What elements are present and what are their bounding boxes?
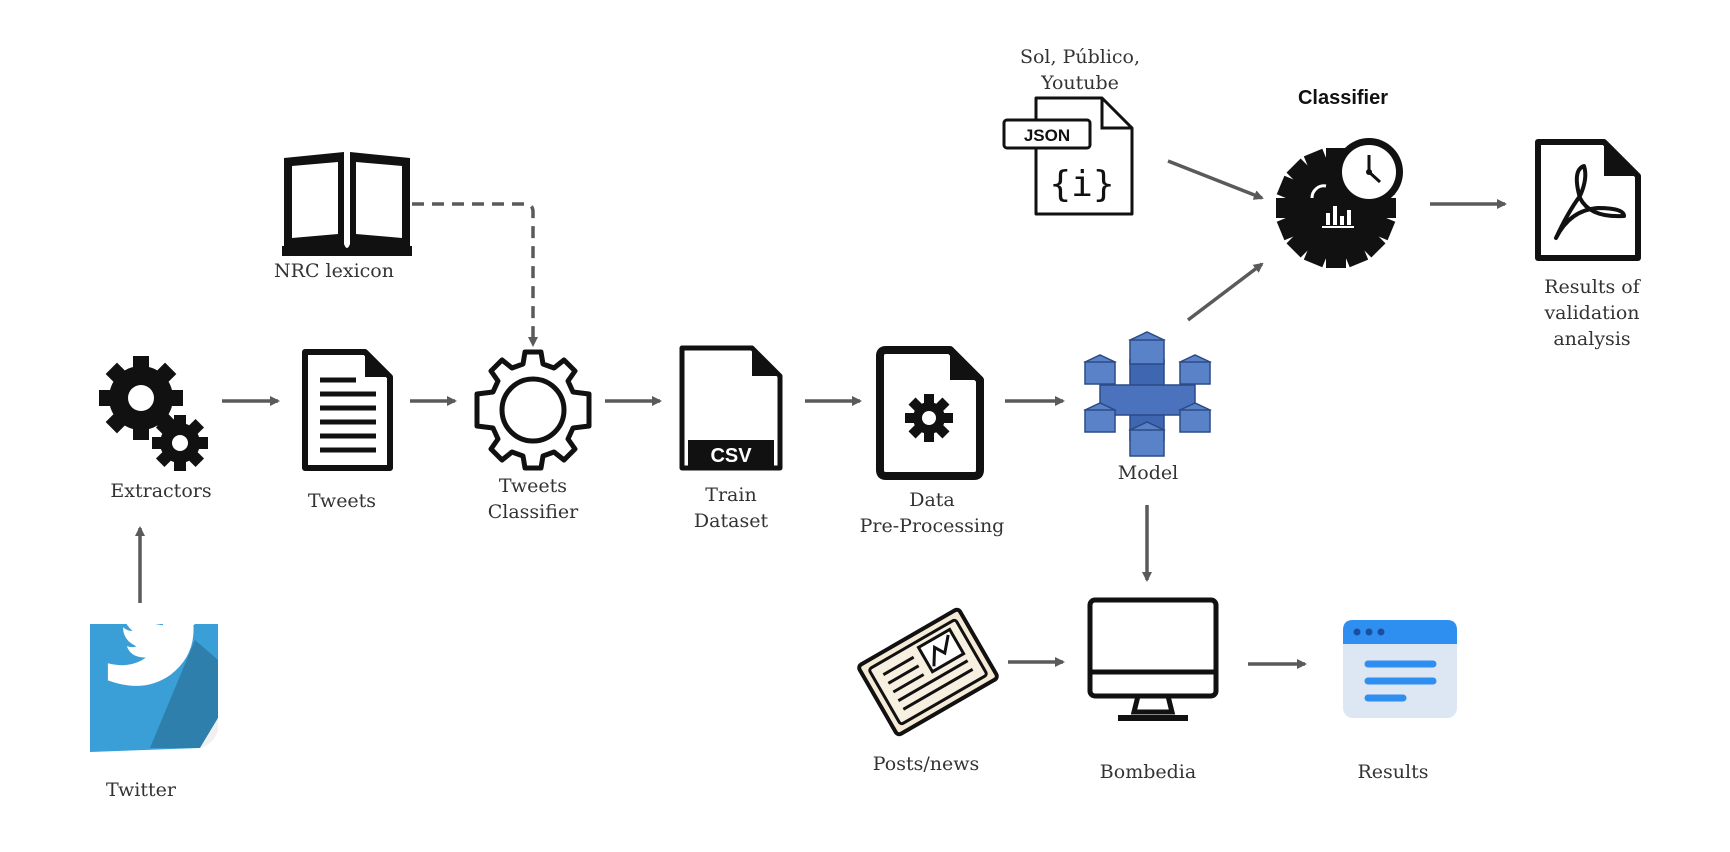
twitter-label: Twitter [106, 779, 176, 801]
twitter-bird-icon [90, 606, 218, 752]
tweets-label: Tweets [307, 490, 377, 512]
json-file-icon: JSON {i} [1002, 96, 1134, 216]
csv-badge: CSV [710, 445, 752, 467]
tweets-classifier-label: Tweets Classifier [487, 475, 579, 523]
data-preprocessing-label: Data Pre-Processing [859, 489, 1005, 537]
classifier-title: Classifier [1297, 87, 1389, 109]
gear-outline-icon [474, 349, 592, 471]
csv-file-icon: CSV [679, 345, 783, 471]
bombedia-label: Bombedia [1099, 761, 1197, 783]
results-label: Results [1357, 761, 1429, 783]
gears-icon [99, 356, 208, 471]
pdf-file-icon [1535, 139, 1641, 261]
nrc-lexicon-label: NRC lexicon [274, 260, 394, 282]
json-badge: JSON [1024, 126, 1070, 145]
gear-clock-icon [1276, 138, 1403, 268]
newspaper-icon [857, 607, 999, 737]
monitor-icon [1087, 597, 1219, 721]
train-dataset-label: Train Dataset [693, 484, 769, 532]
model-label: Model [1117, 462, 1179, 484]
dashed-arrow-lexicon-to-classifier [412, 202, 538, 347]
arrow-json-to-classifier [1167, 159, 1264, 200]
cube-network-icon [1083, 331, 1212, 457]
arrow-model-to-classifier [1186, 262, 1264, 322]
document-lines-icon [302, 349, 393, 471]
json-glyph: {i} [1049, 164, 1114, 205]
json-sources-label: Sol, Público, Youtube [1019, 46, 1141, 94]
validation-results-label: Results of validation analysis [1544, 276, 1640, 350]
posts-news-label: Posts/news [872, 753, 980, 775]
gear-file-icon [876, 346, 984, 480]
open-book-icon [282, 152, 412, 256]
extractors-label: Extractors [110, 480, 212, 502]
arrows [135, 159, 1507, 669]
results-window-icon [1343, 620, 1457, 718]
